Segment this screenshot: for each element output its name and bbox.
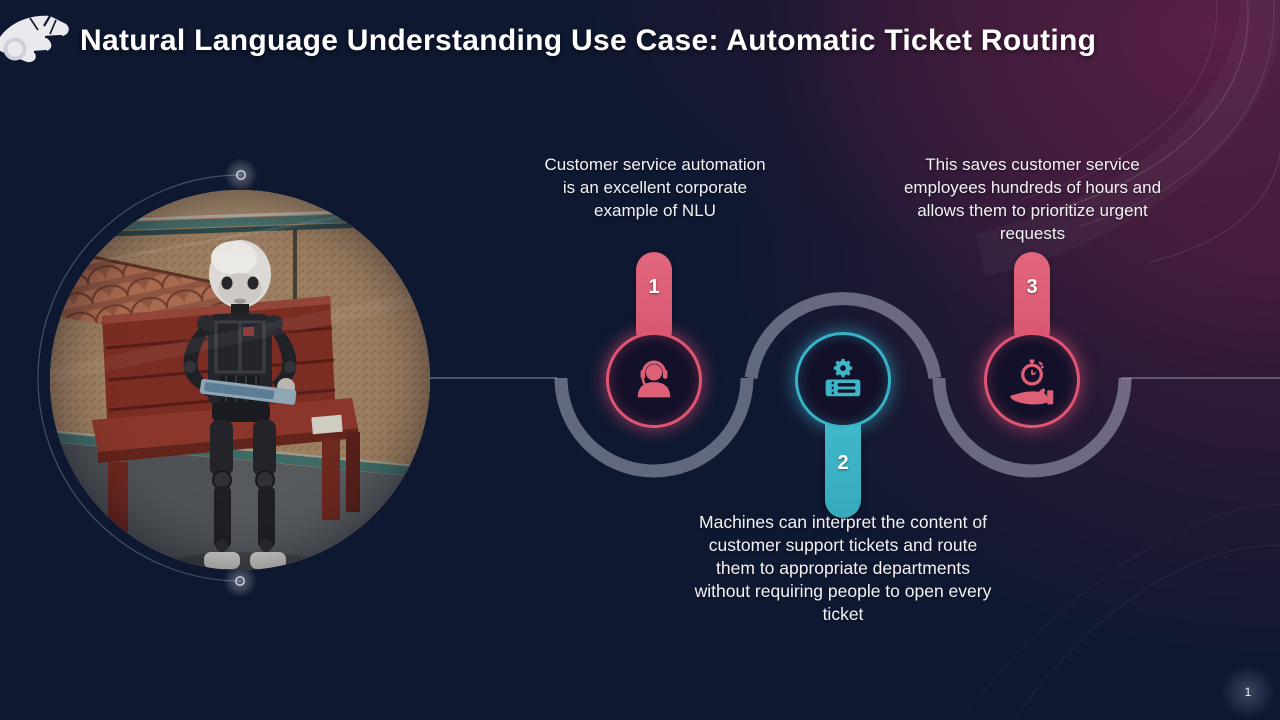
robot-photo <box>50 190 430 570</box>
photo-orbit-ring <box>37 158 258 598</box>
stopwatch-hand-icon <box>1010 359 1054 405</box>
page-number: 1 <box>1244 685 1252 699</box>
slide-title: Natural Language Understanding Use Case:… <box>80 24 1097 57</box>
step-3-circle <box>984 332 1080 428</box>
swirl-lines-decor <box>958 0 1280 720</box>
ticket-gear-icon <box>825 358 861 397</box>
robot-photo-art <box>50 190 430 570</box>
step-2-circle <box>795 332 891 428</box>
page-number-badge: 1 <box>1219 663 1277 720</box>
step-2-number: 2 <box>837 452 849 474</box>
step-1-number: 1 <box>648 276 660 298</box>
step-3-number: 3 <box>1026 276 1038 298</box>
step-3-text: This saves customer service employees hu… <box>903 155 1162 243</box>
step-2-text: Machines can interpret the content of cu… <box>694 512 992 624</box>
step-1-text: Customer service automation is an excell… <box>544 155 766 220</box>
robot-hand-logo <box>0 15 69 63</box>
serpentine-path <box>554 292 1132 478</box>
support-agent-icon <box>637 360 671 398</box>
step-1-circle <box>606 332 702 428</box>
